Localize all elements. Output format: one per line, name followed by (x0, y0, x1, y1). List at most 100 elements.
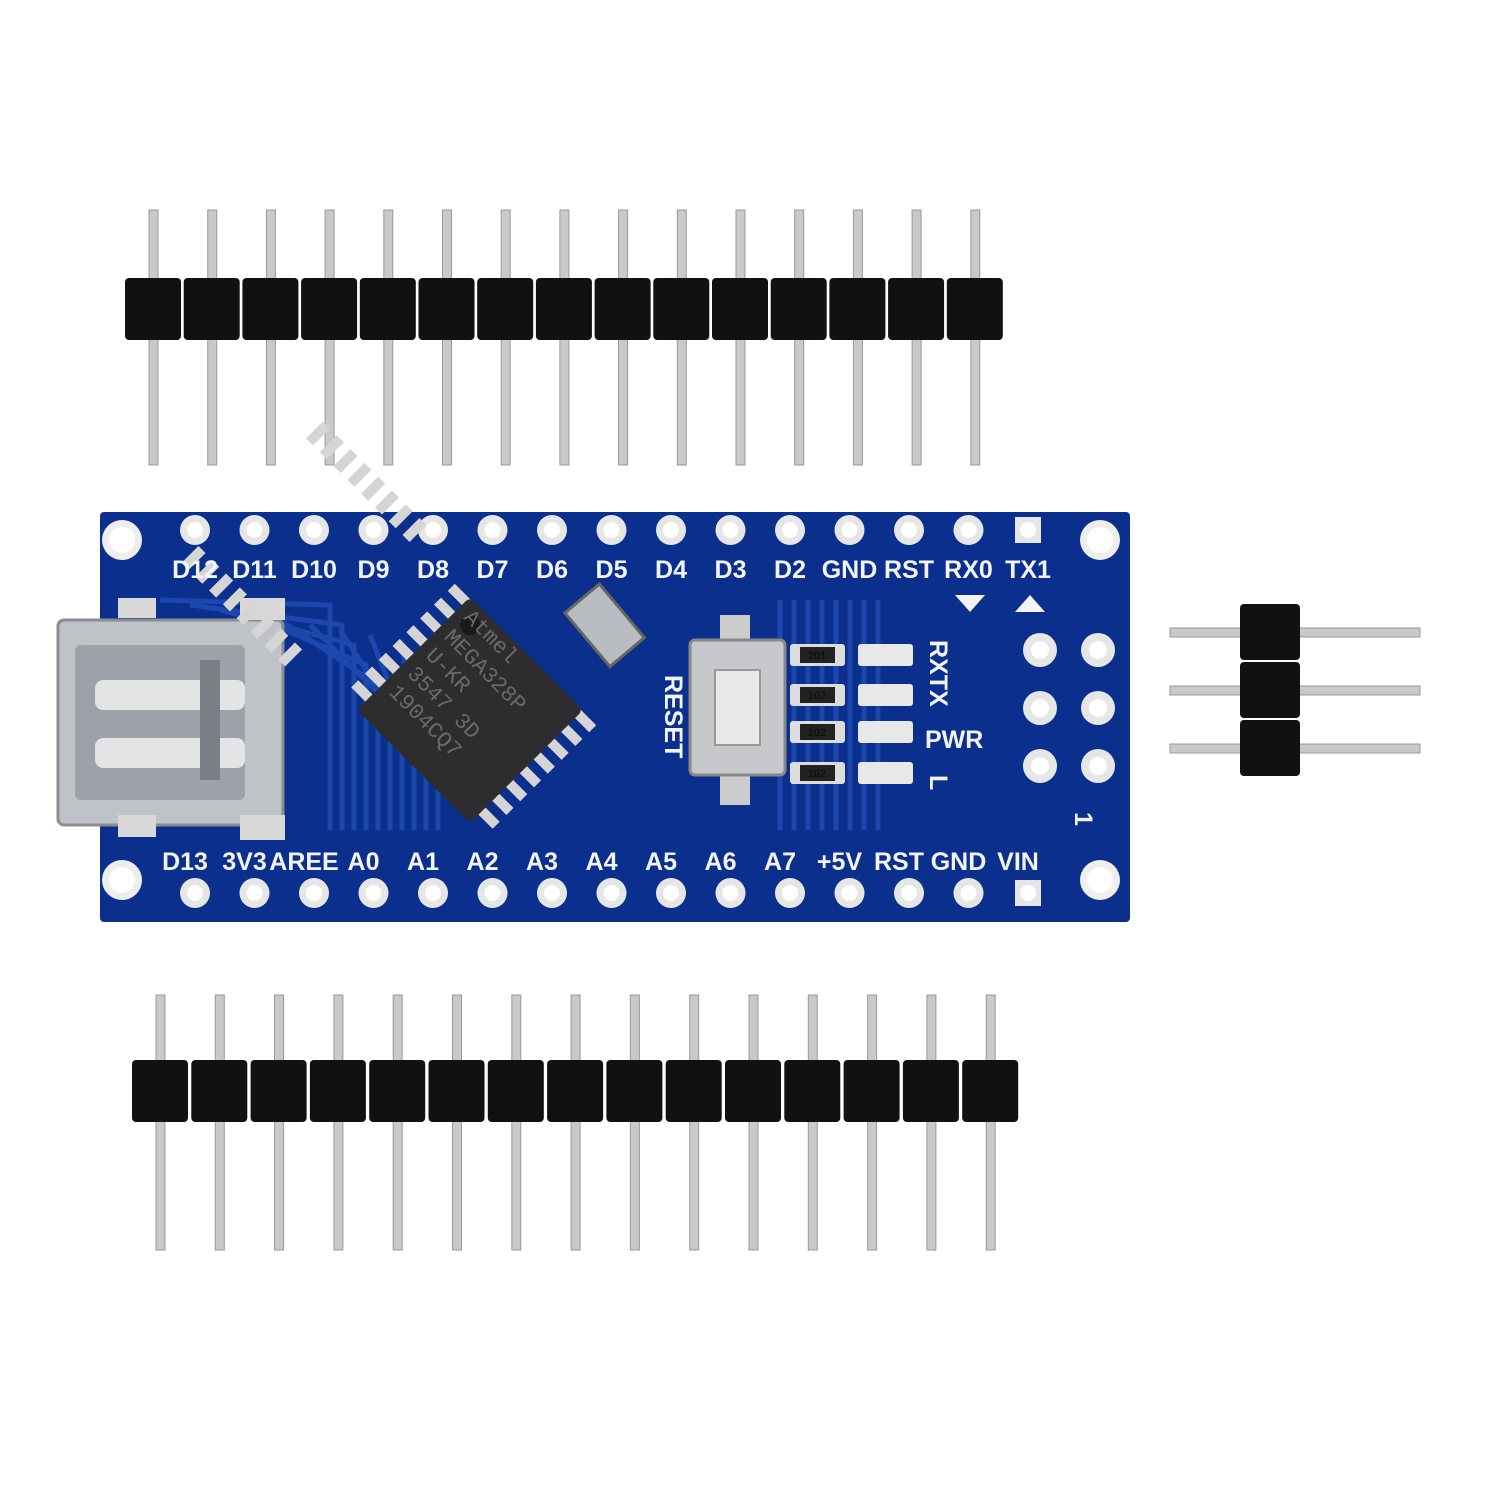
header-block (829, 278, 886, 340)
pin-label: A4 (586, 848, 618, 876)
chip-leg (319, 435, 344, 460)
header-block (962, 1060, 1019, 1122)
led (858, 644, 913, 666)
icsp-hole (1089, 699, 1107, 717)
pin-label: A5 (645, 848, 677, 876)
pin-label: D2 (774, 556, 806, 584)
resistor-body (800, 724, 835, 740)
pin-hole (425, 885, 441, 901)
pcb-trace (159, 597, 333, 830)
crystal (562, 581, 647, 669)
header-pin (511, 994, 522, 1251)
led (858, 684, 913, 706)
top-pin-header (125, 209, 1003, 466)
icsp-pin-header (1169, 604, 1421, 776)
chip-leg (361, 476, 386, 501)
led-label-rx-tx: RXTX (924, 640, 952, 707)
header-block (594, 278, 651, 340)
header-block (359, 278, 416, 340)
chip-leg (195, 559, 220, 584)
pin-hole (603, 522, 620, 538)
header-block (712, 278, 768, 340)
chip-leg (181, 545, 206, 570)
resistor-body (800, 765, 835, 781)
header-block (665, 1060, 722, 1122)
pin-label: GND (822, 556, 878, 584)
pin-hole (246, 522, 263, 538)
header-block (309, 1060, 366, 1122)
pin-label: D6 (536, 556, 568, 584)
mini-usb-connector (56, 618, 285, 827)
pin-hole (544, 522, 560, 538)
chip-leg (236, 601, 261, 626)
header-block (784, 1060, 841, 1122)
pin-label: RX0 (944, 556, 993, 584)
pin-label: D10 (291, 556, 337, 584)
pcb-board: Atmel MEGA328P U-KR 3547 3D 1904CQ7 RESE… (56, 421, 1130, 922)
icsp-hole (1089, 641, 1107, 659)
header-block (843, 1060, 900, 1122)
reset-button[interactable] (688, 615, 787, 805)
resistor-body (800, 647, 835, 663)
reset-label: RESET (659, 675, 687, 758)
pin-hole (782, 522, 798, 538)
chip-leg (264, 628, 289, 653)
rx-arrow-icon (955, 595, 985, 612)
pin-hole (960, 522, 977, 538)
header-pin (333, 994, 344, 1251)
pin-label: 3V3 (222, 848, 266, 876)
icsp-hole (1031, 757, 1049, 775)
header-pin (926, 994, 937, 1251)
pin-hole (722, 522, 739, 538)
chip-leg (305, 421, 330, 446)
tx-arrow-icon (1015, 595, 1045, 612)
header-block (301, 278, 358, 340)
header-block (477, 278, 534, 340)
pin-hole (960, 885, 977, 901)
pin-label: D8 (417, 556, 449, 584)
mounting-hole-center (109, 527, 135, 553)
header-pin (570, 994, 581, 1251)
header-pin (155, 994, 166, 1251)
header-block (606, 1060, 663, 1122)
pin-label: AREE (269, 848, 338, 876)
smd-pad (118, 598, 156, 618)
header-pin (985, 994, 996, 1251)
header-pin (867, 994, 878, 1251)
pin-label: D3 (715, 556, 747, 584)
pin-label: D7 (477, 556, 509, 584)
pin-label: D9 (358, 556, 390, 584)
led-label-tx: TX (924, 675, 952, 707)
pin-label: D11 (232, 556, 277, 584)
pin-label: VIN (997, 848, 1039, 876)
header-block (250, 1060, 307, 1122)
header-pin (214, 994, 225, 1251)
header-block (535, 278, 592, 340)
resistor-code: 102 (808, 690, 826, 702)
header-block (770, 278, 827, 340)
mounting-hole-center (109, 867, 135, 893)
pin-hole (663, 522, 679, 538)
header-block (242, 278, 299, 340)
chip-leg (388, 504, 413, 529)
chip-leg (222, 587, 247, 612)
header-block (1240, 662, 1300, 718)
led (858, 721, 913, 743)
chip-leg (374, 490, 399, 515)
pin-hole (841, 885, 858, 901)
icsp-pin1-label: 1 (1069, 812, 1097, 826)
pin-label: A0 (348, 848, 380, 876)
pin-hole (722, 885, 739, 901)
pin-hole (782, 885, 798, 901)
header-block (946, 278, 1003, 340)
pin-label: A7 (764, 848, 796, 876)
header-block (369, 1060, 426, 1122)
header-pin (807, 994, 818, 1251)
resistor-code: 102 (808, 727, 826, 739)
pin-hole (901, 522, 917, 538)
resistor-code: 201 (808, 650, 826, 662)
pin-hole (306, 885, 322, 901)
